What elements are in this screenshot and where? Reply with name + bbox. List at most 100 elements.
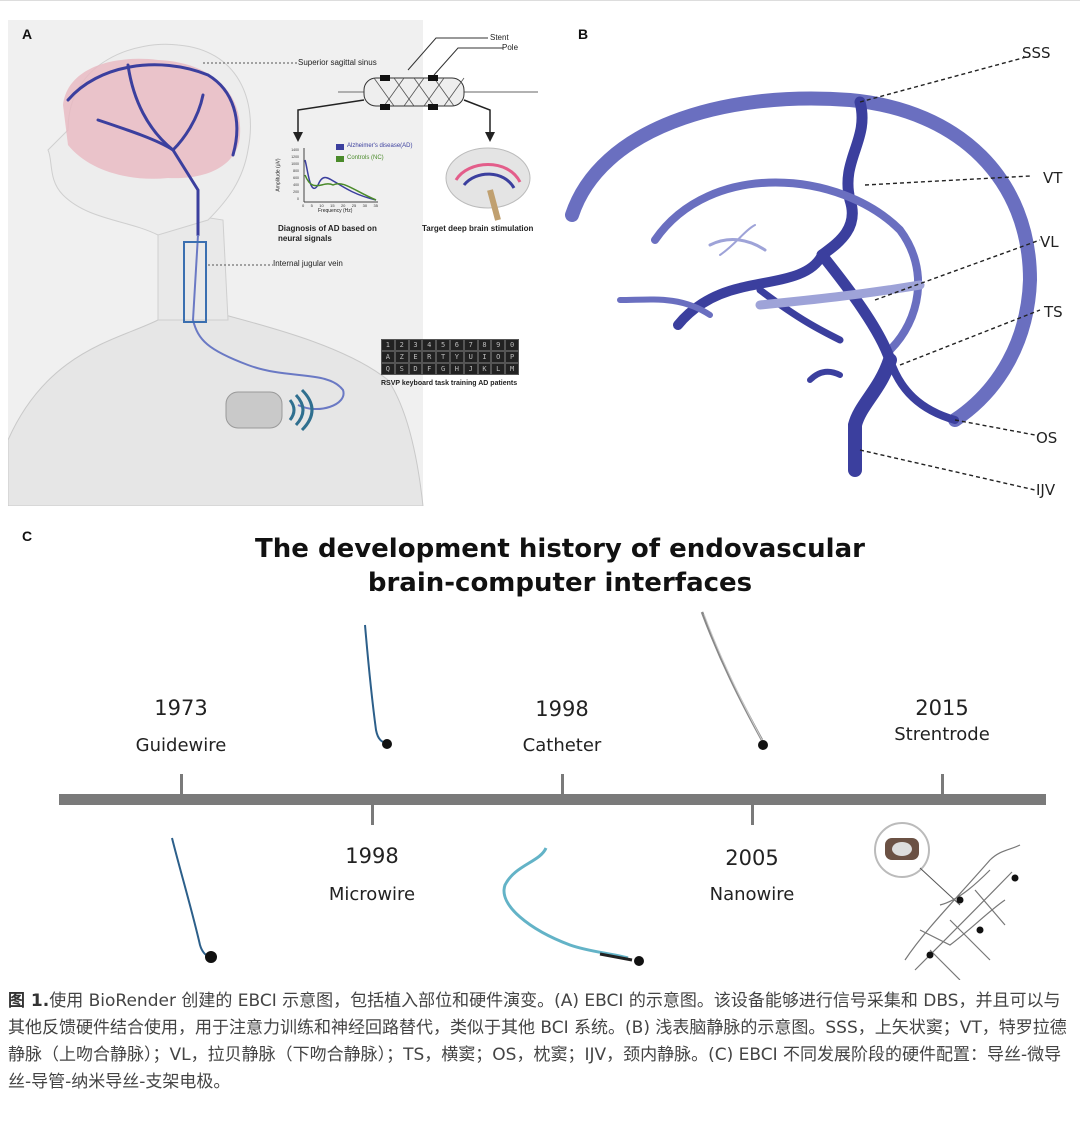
- brain-vein-sss: [66, 63, 239, 157]
- guidewire-image: [171, 837, 211, 958]
- timeline-tick: [180, 774, 183, 794]
- legend-ad: Alzheimer's disease(AD): [347, 143, 413, 149]
- keyboard-key: Y: [449, 351, 464, 363]
- milestone-name-guidewire: Guidewire: [135, 735, 227, 756]
- timeline-tick: [751, 805, 754, 825]
- keyboard-key: 6: [449, 339, 464, 351]
- stent-pole-2: [428, 75, 438, 81]
- chart-ytick: 800: [293, 169, 299, 173]
- strentrode-electrode-pad: [892, 842, 912, 856]
- keyboard-key: F: [422, 363, 437, 375]
- timeline-tick: [371, 805, 374, 825]
- legend-nc: Controls (NC): [347, 155, 384, 161]
- chart-ytick: 1400: [291, 148, 299, 152]
- timeline-device-illustrations: [171, 611, 1021, 980]
- arrow-right: [463, 99, 491, 135]
- keyboard-key: 5: [436, 339, 450, 351]
- milestone-year-nanowire: 2005: [725, 846, 779, 870]
- chart-ytick: 0: [297, 197, 299, 201]
- keyboard-key: 8: [477, 339, 492, 351]
- brain-vein-4: [96, 118, 175, 152]
- chart-xticks: 0 5 10 15 20 25 30 35: [302, 203, 378, 208]
- strentrode-node: [926, 951, 934, 959]
- leader-sss: [859, 55, 1031, 103]
- dbs-arc-pink: [454, 163, 522, 183]
- vein-frontal-branch: [617, 296, 713, 318]
- chart-yticks: 1400 1200 1000 800 600 400 200 0: [289, 147, 299, 203]
- keyboard-row: 1 2 3 4 5 6 7 8 9 0: [381, 339, 519, 351]
- strentrode-node: [1011, 874, 1019, 882]
- label-diagnosis-2: neural signals: [278, 234, 332, 243]
- legend-nc-swatch: [336, 156, 344, 162]
- vein-small-branch-2: [719, 224, 756, 256]
- keyboard-key: L: [491, 363, 506, 375]
- timeline-tick: [941, 774, 944, 794]
- chart-xtick: 20: [340, 203, 346, 208]
- catheter-tip: [634, 956, 644, 966]
- keyboard-key: P: [505, 351, 519, 363]
- milestone-year-catheter: 1998: [535, 697, 589, 721]
- guidewire-tip: [205, 951, 217, 963]
- keyboard-key: 2: [394, 339, 409, 351]
- chart-xtick: 0: [302, 203, 305, 208]
- implant-device: [225, 391, 283, 429]
- label-pole: Pole: [502, 43, 519, 52]
- arrow-left: [297, 99, 365, 135]
- timeline-title-line2: brain-computer interfaces: [367, 568, 753, 598]
- label-ijv: IJV: [1036, 481, 1056, 499]
- chart-xtick: 30: [362, 203, 368, 208]
- keyboard-key: 7: [463, 339, 478, 351]
- chart-xtick: 5: [310, 203, 313, 208]
- catheter-tip-segment: [599, 952, 633, 962]
- keyboard-key: 3: [408, 339, 423, 351]
- keyboard-key: 9: [491, 339, 506, 351]
- label-vl: VL: [1040, 233, 1059, 251]
- keyboard-key: K: [477, 363, 492, 375]
- keyboard-key: A: [381, 351, 395, 363]
- chart-xlabel: Frequency (Hz): [318, 208, 353, 214]
- milestone-name-microwire: Microwire: [328, 884, 416, 905]
- chart-xtick: 25: [351, 203, 357, 208]
- vein-transverse-lite: [755, 280, 925, 310]
- vein-inner-arc: [651, 178, 923, 354]
- vein-branch-1: [816, 249, 896, 366]
- vein-transverse: [848, 353, 897, 477]
- figure-label: 图 1.: [8, 991, 50, 1011]
- top-rule: [0, 0, 1080, 1]
- strentrode-mesh: [904, 844, 1021, 980]
- timeline-axis: [59, 794, 1046, 805]
- leader-stent: [407, 37, 488, 71]
- chart-ytick: 200: [293, 190, 299, 194]
- vein-branch-2: [756, 286, 844, 344]
- jugular-stent: [183, 241, 207, 323]
- figure-caption: 图 1.使用 BioRender 创建的 EBCI 示意图，包括植入部位和硬件演…: [8, 988, 1070, 1096]
- brain-vein-1: [126, 63, 175, 152]
- milestone-name-nanowire: Nanowire: [709, 884, 795, 905]
- chart-ytick: 600: [293, 176, 299, 180]
- label-ts: TS: [1044, 303, 1063, 321]
- chart-ytick: 1000: [291, 162, 299, 166]
- keyboard-key: O: [491, 351, 506, 363]
- milestone-year-strentrode: 2015: [915, 696, 969, 720]
- brain-vein-2: [171, 93, 205, 152]
- keyboard-key: E: [408, 351, 423, 363]
- dbs-brain: [445, 147, 531, 209]
- torso-outline: [8, 309, 424, 506]
- keyboard-key: M: [505, 363, 519, 375]
- legend-ad-swatch: [336, 144, 344, 150]
- leader-vl: [874, 239, 1041, 301]
- keyboard-key: S: [394, 363, 409, 375]
- microwire-tip: [382, 739, 392, 749]
- vein-occipital: [886, 356, 959, 424]
- dbs-stem: [487, 189, 501, 221]
- milestone-name-strentrode: Strentrode: [894, 724, 990, 745]
- chart-ytick: 400: [293, 183, 299, 187]
- stent-pole-3: [380, 104, 390, 110]
- chart-ylabel: Amplitude (μV): [275, 158, 282, 192]
- milestone-year-guidewire: 1973: [154, 696, 208, 720]
- milestone-name-catheter: Catheter: [522, 735, 602, 756]
- caption-text: 使用 BioRender 创建的 EBCI 示意图，包括植入部位和硬件演变。(A…: [8, 991, 1067, 1092]
- keyboard-key: G: [436, 363, 450, 375]
- label-os: OS: [1036, 429, 1058, 447]
- leader-os: [954, 419, 1036, 436]
